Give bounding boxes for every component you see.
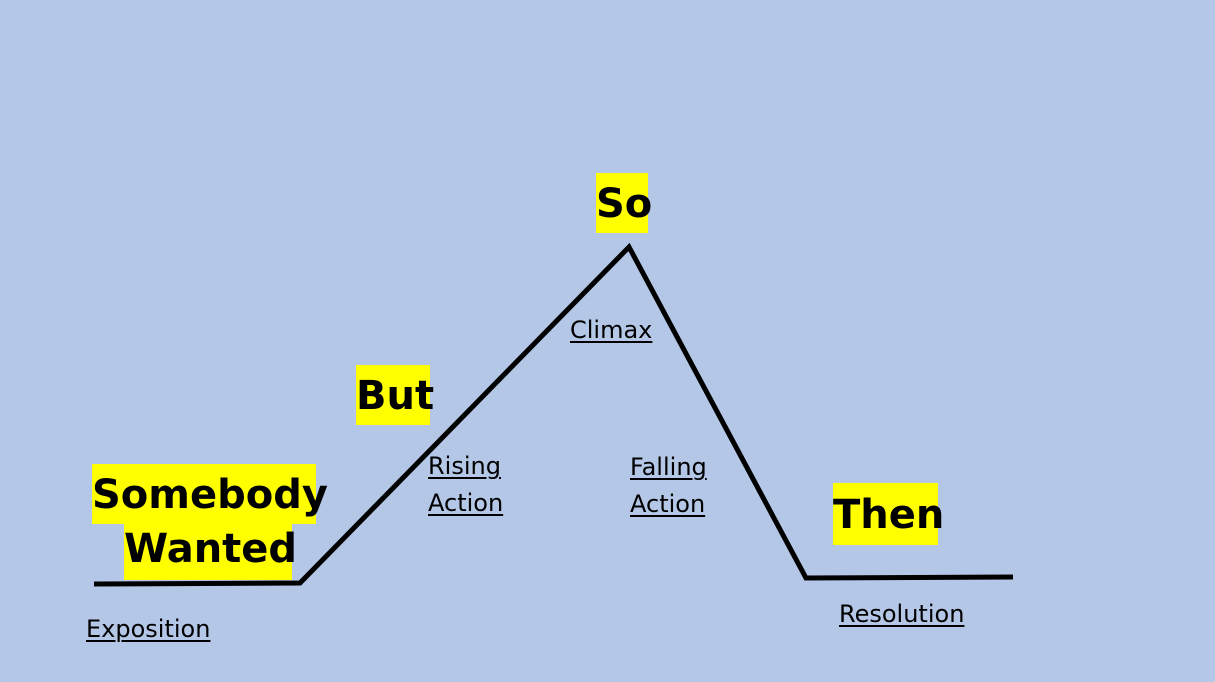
label-climax: Climax (570, 316, 653, 344)
label-falling-action: Falling Action (630, 449, 707, 523)
keyword-so: So (596, 173, 652, 233)
label-rising-line2: Action (428, 489, 504, 517)
keyword-wanted: Wanted (124, 520, 297, 580)
label-falling-line2: Action (630, 490, 706, 518)
label-falling-line1: Falling (630, 453, 707, 481)
keyword-somebody: Somebody (92, 464, 328, 524)
label-exposition: Exposition (86, 615, 211, 643)
plot-line (93, 242, 1014, 587)
label-rising-line1: Rising (428, 452, 501, 480)
label-resolution: Resolution (839, 600, 965, 628)
keyword-but: But (356, 365, 434, 425)
label-rising-action: Rising Action (428, 448, 503, 522)
keyword-then: Then (833, 483, 944, 545)
